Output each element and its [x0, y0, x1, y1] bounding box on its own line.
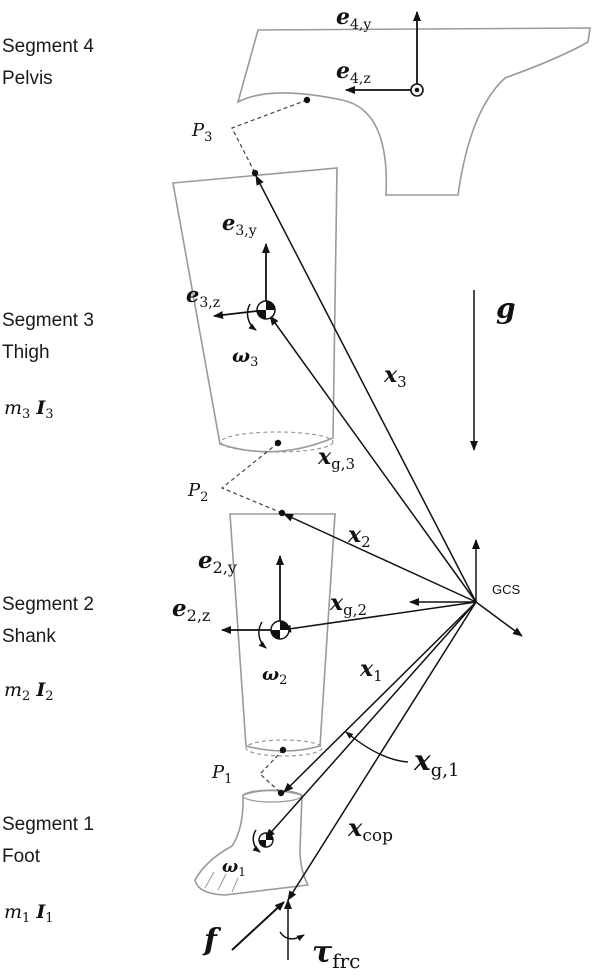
xg1-label: xg,1	[413, 744, 459, 781]
thigh-com-icon	[256, 300, 276, 320]
xcop-vector	[287, 601, 477, 901]
foot-top-ellipse	[242, 789, 302, 803]
knee-joint-dot	[278, 509, 286, 517]
e2y-label: e2,y	[198, 547, 237, 577]
xg3-label: xg,3	[317, 444, 355, 473]
x3-label: x3	[383, 362, 407, 391]
thigh-outline	[172, 167, 338, 453]
ankle-joint-dot	[277, 789, 285, 797]
x3-vector	[255, 175, 477, 603]
hip-joint-dot	[251, 169, 259, 177]
segment2-name: Shank	[2, 626, 56, 647]
x1-vector	[283, 601, 477, 793]
foot-com-icon	[258, 832, 274, 848]
torque-label: τfrc	[312, 935, 360, 973]
e3z-label: e3,z	[186, 282, 220, 311]
gcs-x-axis	[475, 601, 523, 637]
segment3-title: Segment 3	[2, 310, 94, 331]
omega3-rotation-arrow	[246, 303, 257, 331]
p2-dashed-link	[220, 442, 283, 514]
p2-label: P2	[187, 480, 208, 505]
shank-com-icon	[270, 620, 290, 640]
x1-label: x1	[359, 656, 383, 685]
foot-outline	[194, 789, 310, 896]
xg2-vector	[281, 601, 477, 633]
p1-dashed-link	[259, 749, 284, 794]
x2-label: x2	[347, 522, 371, 551]
e3y-label: e3,y	[222, 210, 257, 239]
thigh-distal-dot	[274, 439, 282, 447]
force-vector	[231, 901, 285, 951]
segment2-title: Segment 2	[2, 594, 94, 615]
p3-label: P3	[191, 120, 212, 145]
p1-label: P1	[211, 762, 232, 787]
pelvis-joint-dot	[303, 96, 311, 104]
shank-distal-ellipse	[245, 739, 323, 757]
shank-distal-dot	[279, 746, 287, 754]
omega3-label: ω3	[232, 345, 258, 370]
xg2-label: xg,2	[329, 590, 367, 619]
xg1-vector	[265, 601, 477, 839]
force-label: f	[202, 923, 222, 958]
omega2-label: ω2	[262, 664, 287, 688]
xg1-pointer	[345, 731, 409, 763]
toe-lines	[204, 871, 239, 893]
segment4-name: Pelvis	[2, 68, 53, 89]
gravity-label: g	[496, 292, 516, 325]
e2z-label: e2,z	[172, 595, 210, 625]
xcop-label: xcop	[347, 813, 393, 846]
e4x-dot	[414, 87, 420, 93]
segment4-title: Segment 4	[2, 36, 94, 57]
segment1-title: Segment 1	[2, 814, 94, 835]
omega1-label: ω1	[222, 857, 246, 879]
p3-dashed-link	[231, 99, 308, 174]
segment3-name: Thigh	[2, 342, 50, 363]
e4z-label: e4,z	[336, 58, 371, 87]
segment1-name: Foot	[2, 846, 41, 867]
omega2-rotation-arrow	[258, 621, 267, 649]
torque-rotation-arrow	[279, 931, 305, 942]
gcs-label: GCS	[492, 582, 521, 597]
xg3-vector	[269, 315, 477, 603]
thigh-distal-ellipse	[220, 431, 334, 453]
e4y-label: e4,y	[336, 4, 371, 33]
omega1-rotation-arrow	[252, 829, 261, 853]
pelvis-outline	[236, 27, 591, 196]
x2-vector	[283, 513, 477, 603]
